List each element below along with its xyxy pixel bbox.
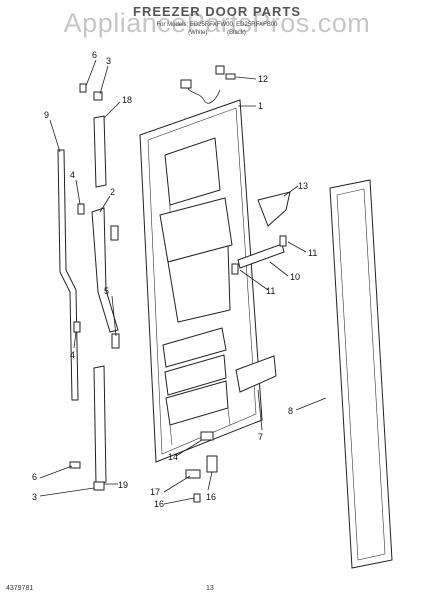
trim-strip [237, 243, 285, 269]
callout-16-right: 16 [206, 492, 216, 502]
mount-lower [111, 333, 120, 349]
variant-black: (Black) [227, 30, 246, 36]
ice-chute [257, 191, 291, 227]
callout-6-bottom: 6 [32, 472, 37, 482]
hinge-pin [206, 455, 218, 473]
callout-11-upper: 11 [308, 248, 317, 258]
callout-2: 2 [110, 187, 115, 197]
callout-14: 14 [168, 452, 178, 462]
callout-4-lower: 4 [70, 350, 75, 360]
callout-12: 12 [258, 74, 268, 84]
callout-19: 19 [118, 480, 128, 490]
screw-12 [225, 73, 236, 80]
door-bin [235, 355, 277, 393]
end-cap-lower [231, 263, 239, 275]
callout-1: 1 [258, 101, 263, 111]
mount-upper [110, 225, 119, 241]
callout-17: 17 [150, 487, 160, 497]
callout-13: 13 [298, 181, 308, 191]
door-gasket [329, 179, 393, 569]
callout-10: 10 [290, 272, 300, 282]
lower-handle-cap [93, 365, 107, 485]
door-panel [139, 99, 263, 463]
hinge-bushing [200, 431, 214, 441]
variant-white: (White) [188, 30, 208, 36]
callout-16-left: 16 [154, 499, 164, 509]
screw-6-upper [79, 83, 87, 93]
callout-labels: 6 3 18 9 4 2 1 12 13 11 10 11 5 4 8 7 14… [32, 50, 317, 509]
callout-5: 5 [104, 286, 109, 296]
watermark: AppliancePartsPros.com [63, 8, 371, 38]
harness-plug [215, 65, 225, 75]
screw-4-lower [73, 321, 81, 333]
handle [91, 207, 119, 333]
screw-16 [193, 493, 201, 503]
hinge-bracket [185, 469, 201, 479]
callout-3-top: 3 [106, 56, 111, 66]
callout-7: 7 [258, 432, 263, 442]
callout-6-top: 6 [92, 50, 97, 60]
color-variants: (White) (Black) [0, 30, 434, 36]
handle-trim [57, 149, 79, 401]
callout-3-bottom: 3 [32, 492, 37, 502]
model-subtitle: For Models: ED25RFXFW00, ED25RFXFB00 [156, 22, 278, 28]
wire-harness [185, 84, 221, 104]
harness-connector [180, 79, 192, 89]
page-title: FREEZER DOOR PARTS [133, 4, 301, 19]
callout-9: 9 [44, 110, 49, 120]
callout-8: 8 [288, 406, 293, 416]
page-number: 13 [206, 585, 214, 592]
leader-lines [39, 59, 327, 505]
callout-4-upper: 4 [70, 170, 75, 180]
end-cap-upper [279, 235, 287, 247]
screw-4-upper [77, 203, 85, 215]
callout-11-lower: 11 [266, 286, 275, 296]
clip-3-lower [93, 481, 105, 491]
clip-3-upper [93, 91, 103, 101]
callout-18: 18 [122, 95, 132, 105]
upper-handle-cap [93, 115, 107, 188]
screw-6-lower [69, 461, 81, 469]
part-number: 4379781 [6, 585, 34, 592]
